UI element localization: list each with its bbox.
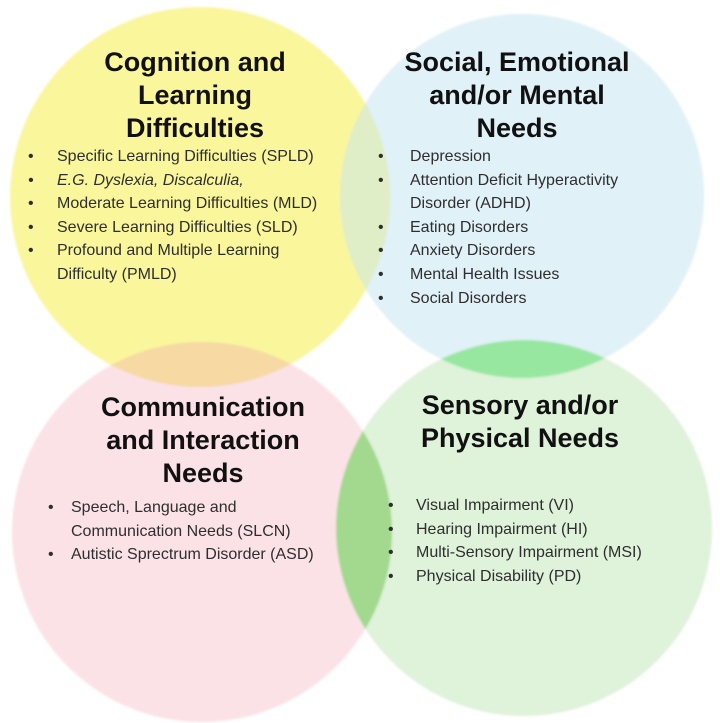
list-item: Hearing Impairment (HI) [378,518,703,542]
list-item: Specific Learning Difficulties (SPLD) [20,145,365,169]
list-item: Social Disorders [370,287,685,311]
list-item: Speech, Language and Communication Needs… [40,496,370,543]
list-item: Severe Learning Difficulties (SLD) [20,216,365,240]
communication-interaction-title: Communication and Interaction Needs [100,392,305,488]
social-emotional-list: Depression Attention Deficit Hyperactivi… [370,145,685,310]
list-item: E.G. Dyslexia, Discalculia, [20,169,365,193]
list-item: Multi-Sensory Impairment (MSI) [378,541,703,565]
cognition-learning-list: Specific Learning Difficulties (SPLD) E.… [20,145,365,287]
list-item: Visual Impairment (VI) [378,494,703,518]
list-item: Profound and Multiple Learning Difficult… [20,239,365,286]
list-item: Moderate Learning Difficulties (MLD) [20,192,365,216]
list-item: Attention Deficit Hyperactivity Disorder… [370,169,685,216]
sensory-physical-title: Sensory and/or Physical Needs [420,390,620,453]
sensory-physical-list: Visual Impairment (VI) Hearing Impairmen… [378,494,703,588]
list-item: Depression [370,145,685,169]
list-item: Mental Health Issues [370,263,685,287]
list-item: Anxiety Disorders [370,239,685,263]
list-item: Autistic Sprectrum Disorder (ASD) [40,543,370,567]
cognition-learning-title: Cognition and Learning Difficulties [104,47,286,143]
list-item: Eating Disorders [370,216,685,240]
communication-interaction-list: Speech, Language and Communication Needs… [40,496,370,567]
list-item: Physical Disability (PD) [378,565,703,589]
social-emotional-title: Social, Emotional and/or Mental Needs [404,47,630,143]
